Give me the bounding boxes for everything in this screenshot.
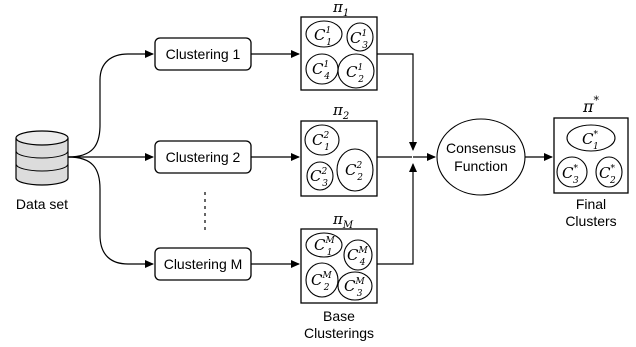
partition-2-label: π2 (332, 101, 349, 122)
clustering-1-box: Clustering 1 (154, 37, 252, 71)
final-cluster-2: C*2 (599, 164, 616, 186)
clustering-2-label: Clustering 2 (166, 149, 241, 165)
partition-m-label: πM (332, 210, 354, 231)
clustering-m-box: Clustering M (154, 247, 252, 281)
consensus-function-node: Consensus Function (436, 118, 526, 196)
dataset-cylinder-icon (15, 130, 69, 186)
final-cluster-1: C*1 (582, 130, 599, 152)
consensus-label-line-1: Consensus (446, 140, 516, 156)
clustering-m-label: Clustering M (164, 256, 243, 272)
dataset-label: Data set (16, 196, 68, 212)
final-partition: C*1 C*3 C*2 (553, 117, 629, 194)
clustering-2-box: Clustering 2 (154, 140, 252, 174)
base-clusterings-line-2: Clusterings (304, 325, 374, 341)
clustering-1-label: Clustering 1 (166, 46, 241, 62)
partition-1-label: π1 (332, 0, 349, 19)
dataset-connectors (67, 50, 154, 268)
junction-connectors (377, 53, 436, 265)
base-clusterings-line-1: Base (323, 308, 355, 324)
final-partition-label: π* (582, 94, 600, 116)
final-clusters-line-1: Final (576, 196, 606, 212)
final-clusters-line-2: Clusters (565, 213, 616, 229)
final-cluster-3: C*3 (562, 164, 579, 186)
consensus-label-line-2: Function (454, 158, 508, 174)
